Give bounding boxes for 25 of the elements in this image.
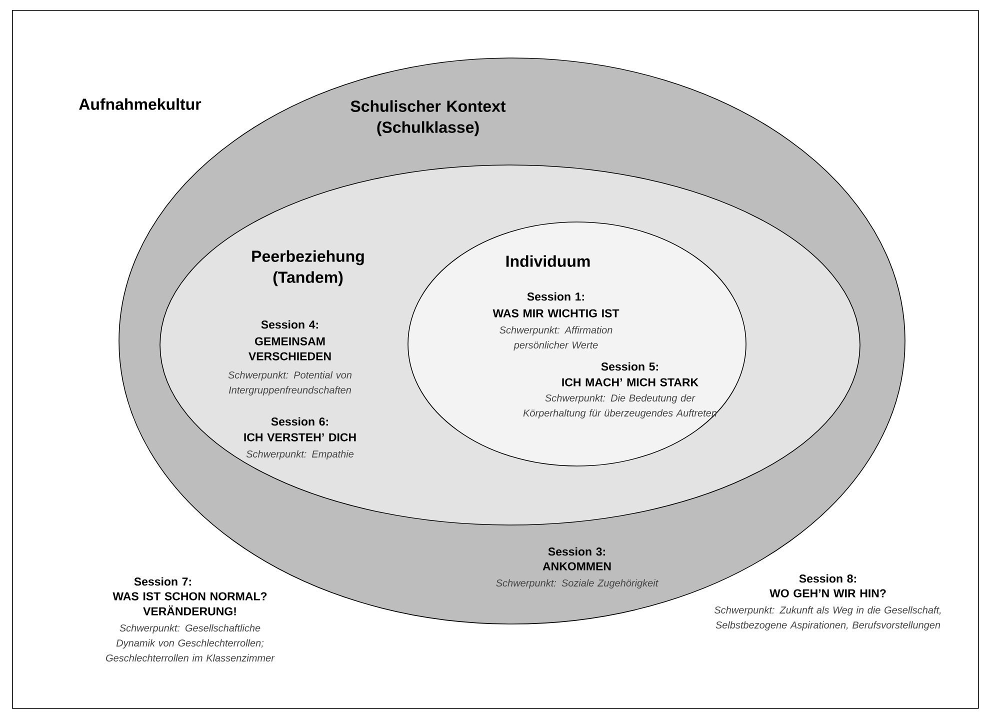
session-label: Session 1: (527, 292, 584, 301)
session-title: ANKOMMEN (542, 562, 611, 570)
session-title: WO GEH’N WIR HIN? (770, 589, 886, 598)
session-title: WAS IST SCHON NORMAL? VERÄNDERUNG! (112, 592, 267, 616)
session-label: Session 6: (271, 417, 328, 426)
session-description: Schwerpunkt: Empathie (246, 450, 354, 460)
session-description: Schwerpunkt: Gesellschaftliche Dynamik von Geschlechterrollen; Geschlechterrollen im Klassenzimmer (106, 624, 275, 662)
session-label: Session 3: (548, 547, 605, 556)
session-description: Schwerpunkt: Zukunft als Weg in die Gesellschaft, Selbstbezogene Aspirationen, Berufsvorstellungen (714, 606, 941, 631)
ring-label: Aufnahmekultur (79, 98, 202, 110)
session-description: Schwerpunkt: Soziale Zugehörigkeit (496, 579, 658, 589)
session-description: Schwerpunkt: Affirmation persönlicher Werte (500, 326, 612, 351)
session-title: ICH MACH’ MICH STARK (562, 378, 698, 386)
ring-label: Peerbeziehung (Tandem) (252, 250, 364, 286)
session-description: Schwerpunkt: Die Bedeutung der Körperhaltung für überzeugendes Auftreten (523, 394, 717, 419)
session-title: GEMEINSAM VERSCHIEDEN (248, 337, 331, 360)
session-description: Schwerpunkt: Potential von Intergruppenfreundschaften (228, 371, 352, 396)
session-label: Session 8: (799, 574, 856, 583)
ring-label: Schulischer Kontext (Schulklasse) (350, 100, 506, 136)
session-label: Session 4: (261, 320, 318, 329)
session-title: WAS MIR WICHTIG IST (492, 309, 620, 318)
ring-label: Individuum (506, 255, 590, 267)
session-title: ICH VERSTEH’ DICH (244, 433, 356, 442)
session-label: Session 5: (601, 362, 658, 371)
session-label: Session 7: (134, 577, 191, 586)
